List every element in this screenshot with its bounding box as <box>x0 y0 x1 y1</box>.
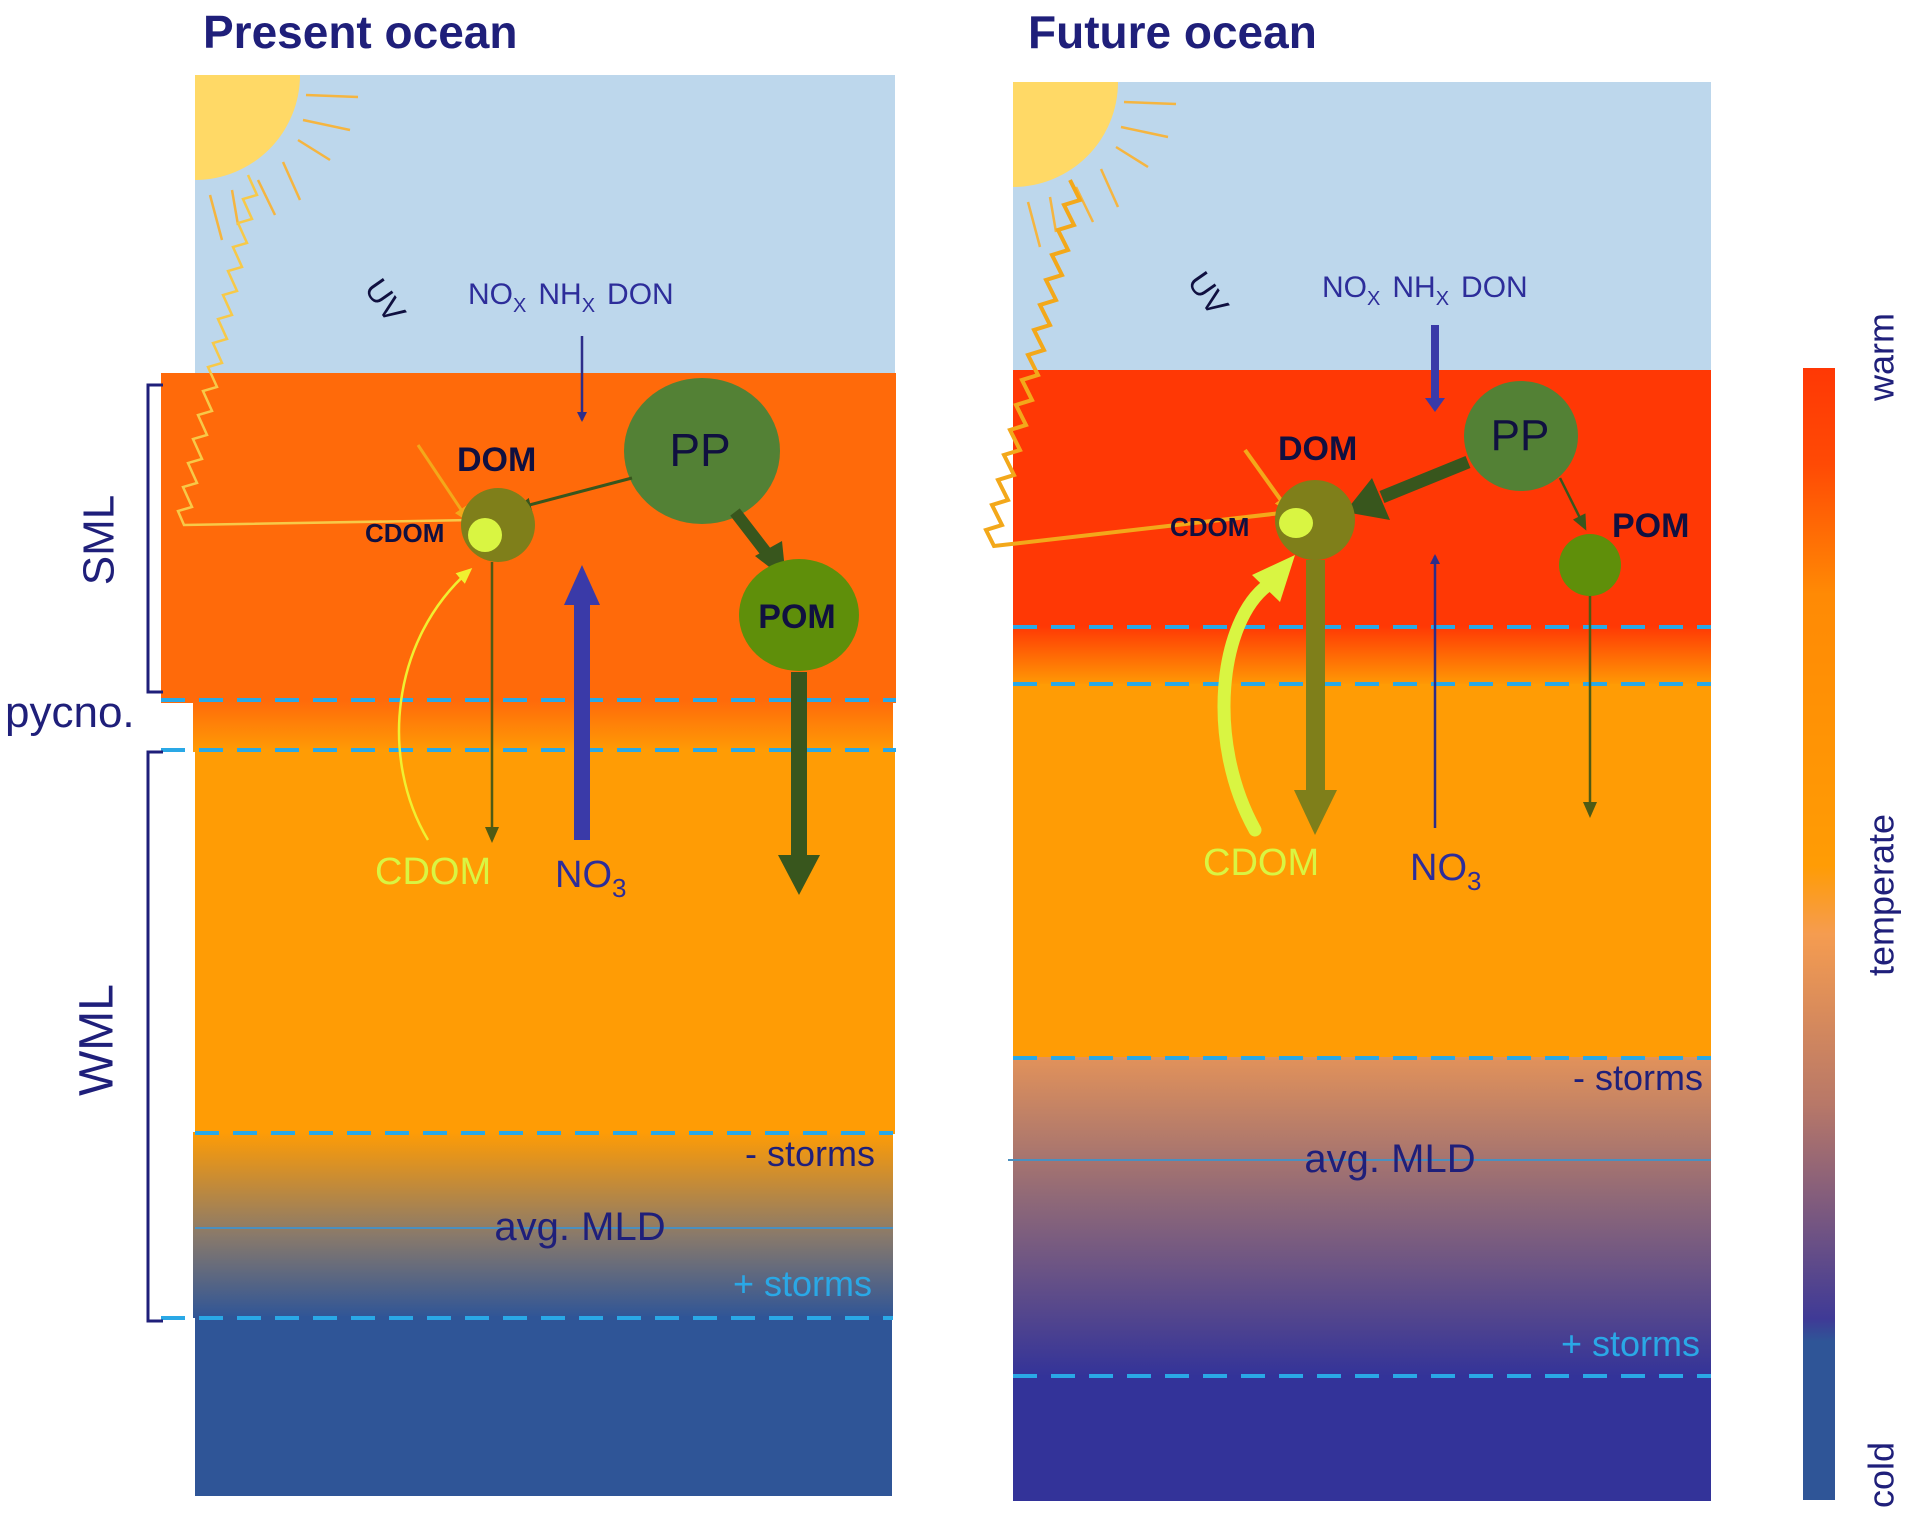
wml-label: WML <box>71 984 124 1096</box>
present-deep-ocean <box>195 1316 892 1496</box>
future-dom-circle <box>1275 480 1355 560</box>
present-panel: Present ocean UV NO <box>161 6 896 1496</box>
future-pp-label: PP <box>1491 411 1550 460</box>
future-pp-circle <box>1464 381 1578 491</box>
future-atmosphere <box>1013 82 1711 372</box>
future-uv-wave <box>983 179 1291 549</box>
future-no3-label: NO3 <box>1410 847 1481 896</box>
scale-warm-label: warm <box>1861 313 1902 402</box>
future-title: Future ocean <box>1028 6 1317 58</box>
present-pp-to-dom-arrow <box>515 476 633 512</box>
future-pom-circle <box>1559 534 1621 596</box>
present-cdom-small-label: CDOM <box>365 518 444 548</box>
future-cdom-upwelling-arrowhead <box>1252 555 1295 602</box>
future-cdom-circle <box>1279 508 1313 538</box>
pycno-label: pycno. <box>5 688 135 737</box>
future-minus-storms-label: - storms <box>1573 1057 1703 1098</box>
future-dom-export-arrowhead <box>1294 790 1337 835</box>
present-minus-storms-label: - storms <box>745 1133 875 1174</box>
present-dom-label: DOM <box>457 441 536 479</box>
temperature-scale: warm temperate cold <box>1803 313 1902 1508</box>
present-pp-label: PP <box>669 424 730 476</box>
present-atmosphere <box>195 75 895 375</box>
future-sun-icon <box>1013 82 1177 248</box>
present-pom-circle <box>739 559 859 671</box>
present-pp-circle <box>624 378 780 524</box>
future-storm-zone <box>1013 1057 1711 1377</box>
present-pom-export-arrow <box>791 672 807 860</box>
sml-bracket <box>146 383 163 694</box>
present-storm-zone <box>193 1132 893 1318</box>
future-cdom-deep-label: CDOM <box>1203 842 1319 884</box>
present-title: Present ocean <box>203 6 517 58</box>
scale-temperate-label: temperate <box>1861 814 1902 976</box>
future-pom-label: POM <box>1612 507 1689 545</box>
future-pp-to-dom-arrow <box>1379 455 1471 504</box>
present-avg-mld-label: avg. MLD <box>494 1205 665 1249</box>
scale-cold-label: cold <box>1861 1442 1902 1508</box>
future-deep-ocean <box>1013 1375 1711 1501</box>
future-pp-to-dom-arrowhead <box>1345 478 1390 520</box>
present-plus-storms-label: + storms <box>733 1263 872 1304</box>
present-cdom-upwelling-arrow <box>397 568 473 841</box>
future-dom-export-arrow <box>1306 560 1325 795</box>
future-cdom-small-label: CDOM <box>1170 512 1249 542</box>
temperature-scale-bar <box>1803 368 1835 1500</box>
future-dom-label: DOM <box>1278 430 1357 468</box>
present-uv-arrow <box>416 444 470 523</box>
present-no3-label: NO3 <box>555 854 626 903</box>
future-plus-storms-label: + storms <box>1561 1323 1700 1364</box>
future-pycnocline <box>1013 626 1711 686</box>
present-pom-export-arrowhead <box>778 855 820 895</box>
present-uv-wave <box>176 174 473 527</box>
future-avg-mld-label: avg. MLD <box>1304 1137 1475 1181</box>
future-deposition-arrowhead <box>1425 398 1445 412</box>
sml-label: SML <box>75 495 124 585</box>
present-cdom-circle <box>468 518 502 552</box>
present-cdom-deep-label: CDOM <box>375 851 491 893</box>
present-no3-arrowhead <box>564 565 600 605</box>
present-sun-icon <box>195 75 359 241</box>
future-cdom-upwelling-arrow <box>1217 578 1275 837</box>
future-panel: Future ocean UV NOX <box>983 6 1711 1501</box>
present-no3-upwelling-arrow <box>574 600 590 840</box>
future-winter-mixed-layer <box>1013 684 1711 1059</box>
future-pp-to-pom-arrow <box>1558 477 1587 531</box>
future-deposition-arrow <box>1431 325 1439 400</box>
present-winter-mixed-layer <box>195 750 895 1134</box>
present-pycnocline <box>193 700 893 752</box>
layer-labels: SML pycno. WML <box>5 383 163 1323</box>
present-pom-label: POM <box>758 598 835 636</box>
wml-bracket <box>146 750 163 1323</box>
